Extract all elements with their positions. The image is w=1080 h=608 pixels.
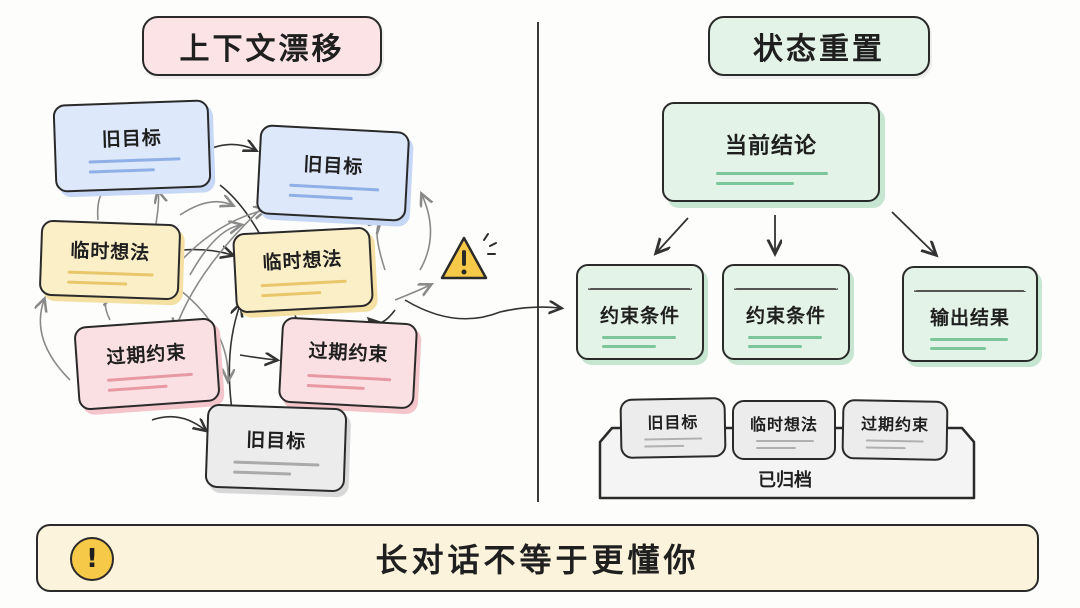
- text-line: [865, 439, 924, 443]
- output-card: 输出结果: [902, 266, 1038, 362]
- reset-arrows: [657, 211, 935, 254]
- text-line: [716, 172, 828, 175]
- text-line: [289, 183, 380, 192]
- text-line: [88, 168, 155, 174]
- text-line: [88, 157, 181, 164]
- left-panel-title-text: 上下文漂移: [179, 32, 345, 67]
- current-conclusion-card: 当前结论: [662, 102, 880, 202]
- panel-divider: [537, 22, 539, 502]
- warning-icon: [440, 233, 497, 280]
- text-line: [756, 440, 814, 442]
- text-line: [106, 372, 193, 382]
- text-line: [261, 291, 322, 298]
- card-label: 过期约束: [307, 340, 390, 367]
- dashed-separator: [734, 288, 838, 290]
- dashed-separator: [588, 288, 692, 290]
- right-panel-title: 状态重置: [708, 16, 930, 76]
- text-line: [865, 446, 906, 450]
- card-expired-constraint-1: 过期约束: [73, 317, 221, 411]
- text-line: [716, 182, 794, 185]
- card-label: 输出结果: [929, 306, 1010, 329]
- card-label: 旧目标: [245, 428, 307, 453]
- text-line: [930, 347, 986, 350]
- text-line: [67, 280, 128, 286]
- text-line: [107, 384, 168, 392]
- left-panel-title: 上下文漂移: [142, 16, 382, 76]
- card-label: 约束条件: [745, 304, 826, 327]
- card-old-goal-2: 旧目标: [255, 124, 411, 222]
- text-line: [307, 373, 392, 382]
- text-line: [233, 470, 292, 476]
- card-label: 旧目标: [302, 153, 364, 179]
- text-line: [756, 447, 796, 449]
- text-line: [748, 336, 822, 339]
- text-line: [602, 345, 656, 348]
- card-temp-idea-2: 临时想法: [232, 226, 374, 314]
- card-label: 约束条件: [599, 304, 680, 327]
- card-label: 临时想法: [749, 414, 818, 434]
- constraint-card-1: 约束条件: [576, 264, 704, 360]
- text-line: [306, 383, 365, 390]
- right-panel-title-text: 状态重置: [753, 32, 885, 67]
- archived-old-goal: 旧目标: [619, 397, 727, 459]
- text-line: [644, 437, 703, 441]
- text-line: [644, 444, 685, 448]
- card-old-goal-1: 旧目标: [52, 99, 212, 193]
- text-line: [233, 460, 320, 467]
- archive-label: 已归档: [758, 470, 812, 491]
- card-label: 临时想法: [69, 239, 151, 265]
- bottom-banner: ! 长对话不等于更懂你: [36, 524, 1039, 592]
- text-line: [602, 336, 676, 339]
- archived-expired-constraint: 过期约束: [841, 399, 949, 461]
- dashed-separator: [914, 290, 1026, 292]
- text-line: [288, 193, 353, 201]
- archived-temp-idea: 临时想法: [732, 400, 836, 460]
- text-line: [748, 345, 802, 348]
- card-label: 临时想法: [261, 247, 344, 274]
- text-line: [930, 338, 1008, 341]
- text-line: [260, 279, 347, 288]
- card-temp-idea-1: 临时想法: [38, 219, 182, 301]
- text-line: [67, 270, 154, 277]
- constraint-card-2: 约束条件: [722, 264, 850, 360]
- card-label: 旧目标: [101, 127, 163, 152]
- card-label: 过期约束: [105, 341, 188, 369]
- card-expired-constraint-2: 过期约束: [277, 316, 419, 410]
- card-old-goal-3: 旧目标: [204, 403, 348, 493]
- conclusion-label: 当前结论: [724, 134, 817, 159]
- banner-text: 长对话不等于更懂你: [375, 541, 700, 579]
- card-label: 旧目标: [647, 412, 699, 433]
- card-label: 过期约束: [860, 414, 930, 435]
- exclamation-icon: !: [70, 537, 114, 581]
